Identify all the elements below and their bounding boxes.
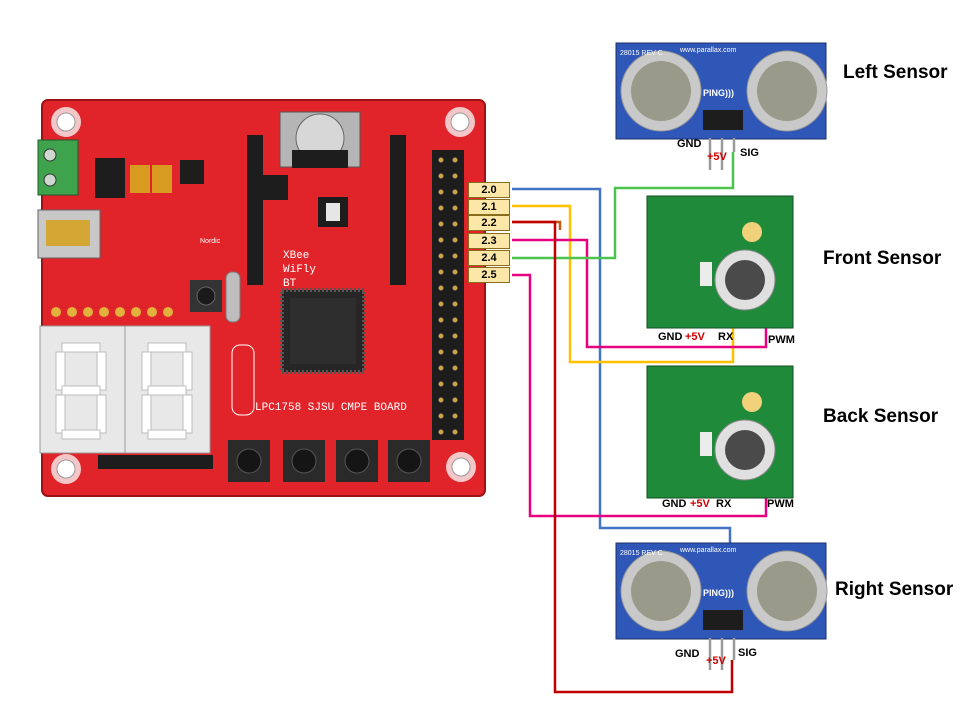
back-sensor-gnd-label: GND [662, 498, 687, 510]
right-sensor-brand: www.parallax.com [679, 547, 737, 554]
left-sensor-ping-logo: PING))) [703, 88, 734, 98]
seven-segment-display [39, 325, 211, 454]
back-sensor-5v-label: +5V [690, 498, 710, 510]
back-sensor-pwm-label: PWM [767, 498, 794, 510]
lpc1758-board: XBee WiFly BT Nordic [37, 99, 486, 497]
pin-tag-2-2: 2.2 [468, 215, 510, 231]
wire-2-4-green [512, 152, 735, 260]
wire-2-3-magenta [512, 238, 768, 349]
capacitor [152, 165, 172, 193]
right-sensor-board: 28015 REV C www.parallax.com PING))) [615, 542, 828, 640]
push-button [336, 440, 378, 482]
push-button [228, 440, 270, 482]
right-sensor-ping-logo: PING))) [703, 588, 734, 598]
right-sensor-model: 28015 REV C [620, 550, 663, 557]
mounting-hole [51, 454, 81, 484]
left-sensor-gnd-label: GND [677, 138, 702, 150]
pin-tag-2-0: 2.0 [468, 182, 510, 198]
mcu-chip [280, 288, 366, 374]
left-sensor-sig-label: SIG [740, 147, 759, 159]
jtag-header [51, 307, 173, 317]
back-sensor-title: Back Sensor [823, 406, 939, 427]
left-sensor-pins [708, 138, 736, 170]
right-sensor-title: Right Sensor [835, 579, 954, 600]
coin-battery [279, 111, 361, 168]
right-sensor-sig-label: SIG [738, 647, 757, 659]
right-sensor-5v-label: +5V [706, 655, 726, 667]
capacitor [95, 158, 125, 198]
chip [180, 160, 204, 184]
xbee-header-left [247, 135, 263, 285]
right-sensor-pins [708, 638, 736, 670]
mounting-hole [51, 107, 81, 137]
xbee-header-right [390, 135, 406, 285]
xbee-label-2: WiFly [283, 264, 316, 276]
back-sensor-rx-label: RX [716, 498, 732, 510]
wire-2-1-yellow [512, 204, 735, 364]
front-sensor-rx-label: RX [718, 331, 734, 343]
left-sensor-5v-label: +5V [707, 151, 727, 163]
front-sensor-pwm-label: PWM [768, 334, 795, 346]
back-sensor-board [646, 365, 794, 499]
board-name-label: LPC1758 SJSU CMPE BOARD [255, 402, 407, 414]
left-sensor-title: Left Sensor [843, 62, 948, 83]
left-sensor-model: 28015 REV C [620, 50, 663, 57]
front-sensor-board [646, 195, 794, 329]
xbee-label: XBee [283, 250, 309, 262]
usb-connector [37, 209, 101, 259]
pin-tag-2-5: 2.5 [468, 267, 510, 283]
xbee-label-3: BT [283, 278, 297, 290]
power-terminal-block [37, 139, 79, 196]
push-button [388, 440, 430, 482]
nordic-label: Nordic [200, 238, 221, 245]
mounting-hole [446, 452, 476, 482]
right-sensor-gnd-label: GND [675, 648, 700, 660]
front-sensor-gnd-label: GND [658, 331, 683, 343]
capacitor [130, 165, 150, 193]
pin-tag-2-1: 2.1 [468, 199, 510, 215]
pin-tag-2-4: 2.4 [468, 250, 510, 266]
mounting-hole [445, 107, 475, 137]
wire-red [512, 220, 734, 694]
front-sensor-title: Front Sensor [823, 248, 942, 269]
left-sensor-board: 28015 REV C www.parallax.com PING))) [615, 42, 828, 140]
reset-button [190, 280, 222, 312]
pin-tag-2-3: 2.3 [468, 233, 510, 249]
push-button [283, 440, 325, 482]
front-sensor-5v-label: +5V [685, 331, 705, 343]
left-sensor-brand: www.parallax.com [679, 47, 737, 54]
wire-2-5-magenta [512, 273, 768, 518]
io-pin-header [432, 150, 464, 440]
small-chip [263, 175, 288, 200]
bottom-header [98, 455, 213, 469]
crystal [225, 271, 241, 323]
